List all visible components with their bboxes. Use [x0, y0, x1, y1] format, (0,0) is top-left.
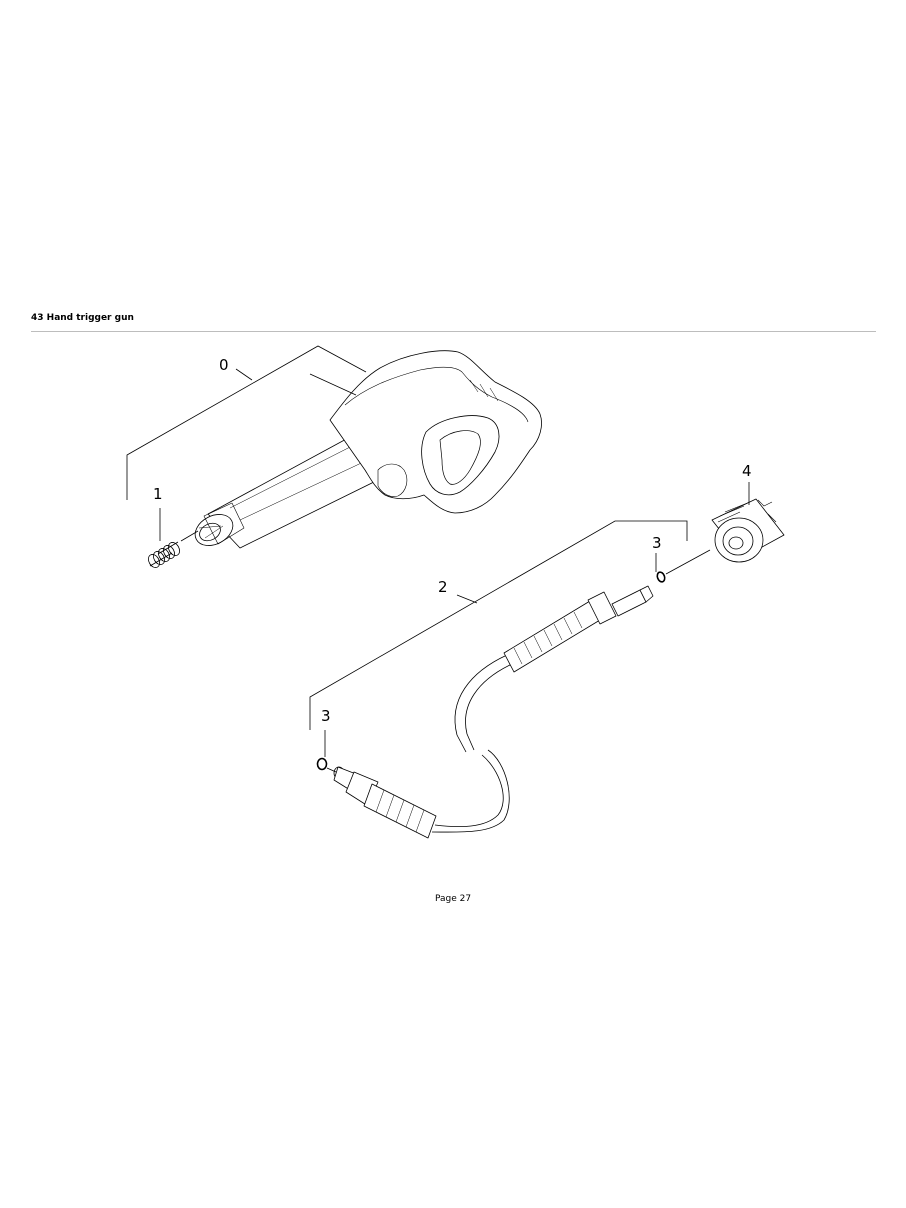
callout-0: 0 [219, 356, 229, 374]
part-2-hose[interactable] [333, 585, 654, 839]
callout-3-right: 3 [652, 534, 662, 552]
part-3-oring-right[interactable] [656, 571, 666, 583]
part-3-leader-lines [324, 549, 711, 773]
part-3-oring-left[interactable] [316, 757, 328, 771]
section-title: 43 Hand trigger gun [31, 313, 134, 323]
callout-1: 1 [153, 485, 163, 503]
part-1-spring[interactable] [146, 540, 182, 569]
callout-3-left: 3 [321, 707, 331, 725]
part-0-trigger-gun[interactable] [190, 350, 542, 552]
page-number: Page 27 [434, 894, 472, 904]
part-0-leader-lines [126, 345, 367, 500]
callout-2: 2 [438, 578, 448, 596]
part-2-leader-lines [309, 520, 688, 730]
title-divider [31, 331, 876, 332]
part-1-leader-lines [159, 508, 199, 542]
part-4-coupling-nut[interactable] [711, 498, 785, 563]
callout-4: 4 [742, 462, 752, 480]
